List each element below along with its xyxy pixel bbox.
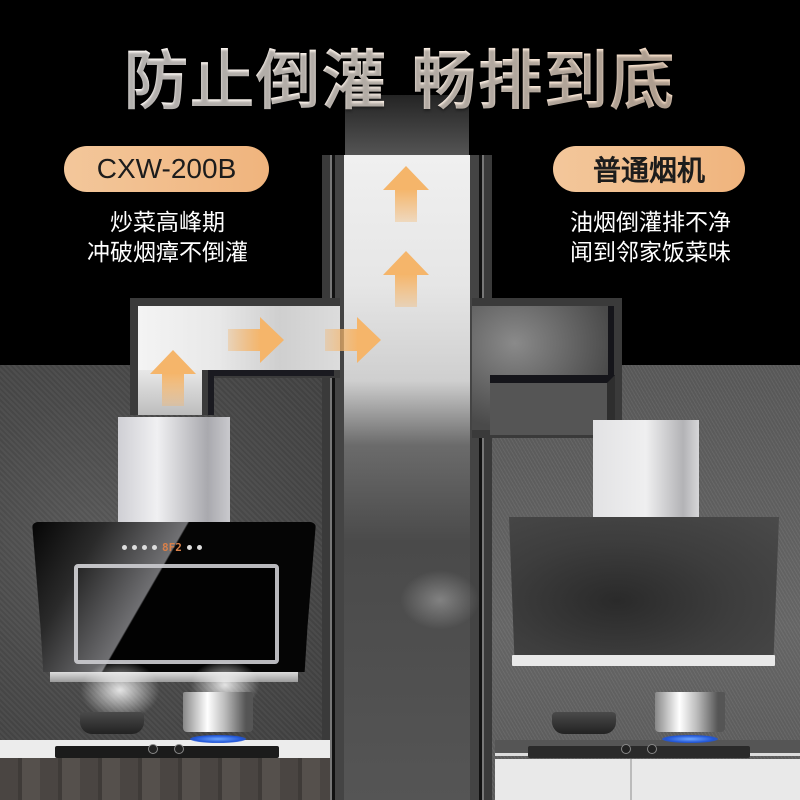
right-caption-line-2: 闻到邻家饭菜味 <box>570 240 731 266</box>
left-frying-pan <box>80 712 144 734</box>
left-stock-pot <box>183 692 253 732</box>
left-hood-bottom-trim <box>50 672 298 682</box>
clean-icon <box>196 544 202 550</box>
left-stove-knob-2 <box>174 744 184 754</box>
left-duct-inner-frame <box>208 370 334 415</box>
arrow-head <box>383 251 429 275</box>
left-wood-cabinet <box>0 758 330 800</box>
right-stove-knob-1 <box>621 744 631 754</box>
left-gas-stove <box>55 746 279 758</box>
arrow-head <box>383 166 429 190</box>
arrow-shaft <box>162 373 184 406</box>
arrow-up-icon <box>150 350 196 406</box>
arrow-shaft <box>395 189 417 222</box>
steam-left-pan <box>80 660 160 720</box>
model-badge: CXW-200B <box>64 146 269 192</box>
right-hood-chimney <box>593 420 699 517</box>
arrow-shaft <box>228 329 261 351</box>
steam-escaping <box>400 570 480 630</box>
right-burner-flame <box>662 735 718 743</box>
arrow-head <box>260 317 284 363</box>
right-caption-line-1: 油烟倒灌排不净 <box>570 210 731 236</box>
right-white-cabinet <box>495 759 800 800</box>
right-stove-knob-2 <box>647 744 657 754</box>
left-hood-chimney <box>118 417 230 523</box>
left-burner-flame <box>190 735 246 743</box>
hood-control-panel: 8F2 <box>122 540 262 554</box>
cabinet-door-split <box>630 759 632 800</box>
arrow-right-icon <box>325 317 381 363</box>
left-caption-line-2: 冲破烟瘴不倒灌 <box>87 240 248 266</box>
right-caption: 油烟倒灌排不净 闻到邻家饭菜味 <box>548 208 753 268</box>
page-title: 防止倒灌畅排到底 <box>0 30 800 122</box>
right-stock-pot <box>655 692 725 732</box>
cxw-200b-range-hood: 8F2 <box>32 522 316 672</box>
competitor-badge: 普通烟机 <box>553 146 745 192</box>
stack-rail-left <box>322 155 344 800</box>
arrow-head <box>150 350 196 374</box>
title-part-1: 防止倒灌 <box>124 45 388 119</box>
right-hood-bottom-trim <box>512 655 775 666</box>
left-caption-line-1: 炒菜高峰期 <box>110 210 225 236</box>
arrow-right-icon <box>228 317 284 363</box>
fan-high-icon <box>152 544 157 550</box>
ordinary-range-hood <box>509 517 779 657</box>
left-caption: 炒菜高峰期 冲破烟瘴不倒灌 <box>60 208 275 268</box>
left-stove-knob-1 <box>148 744 158 754</box>
stack-top-smoke <box>345 95 469 160</box>
power-icon <box>122 544 127 550</box>
timer-icon <box>186 544 192 550</box>
fan-low-icon <box>142 544 147 550</box>
glass-reflection <box>32 522 316 672</box>
stack-rail-right <box>470 155 492 800</box>
arrow-up-icon <box>383 251 429 307</box>
light-icon <box>132 544 137 550</box>
arrow-up-icon <box>383 166 429 222</box>
arrow-head <box>357 317 381 363</box>
hood-digital-display: 8F2 <box>162 540 182 554</box>
title-part-2: 畅排到底 <box>412 45 676 119</box>
right-gas-stove <box>528 746 750 758</box>
arrow-shaft <box>395 274 417 307</box>
right-frying-pan <box>552 712 616 734</box>
arrow-shaft <box>325 329 358 351</box>
